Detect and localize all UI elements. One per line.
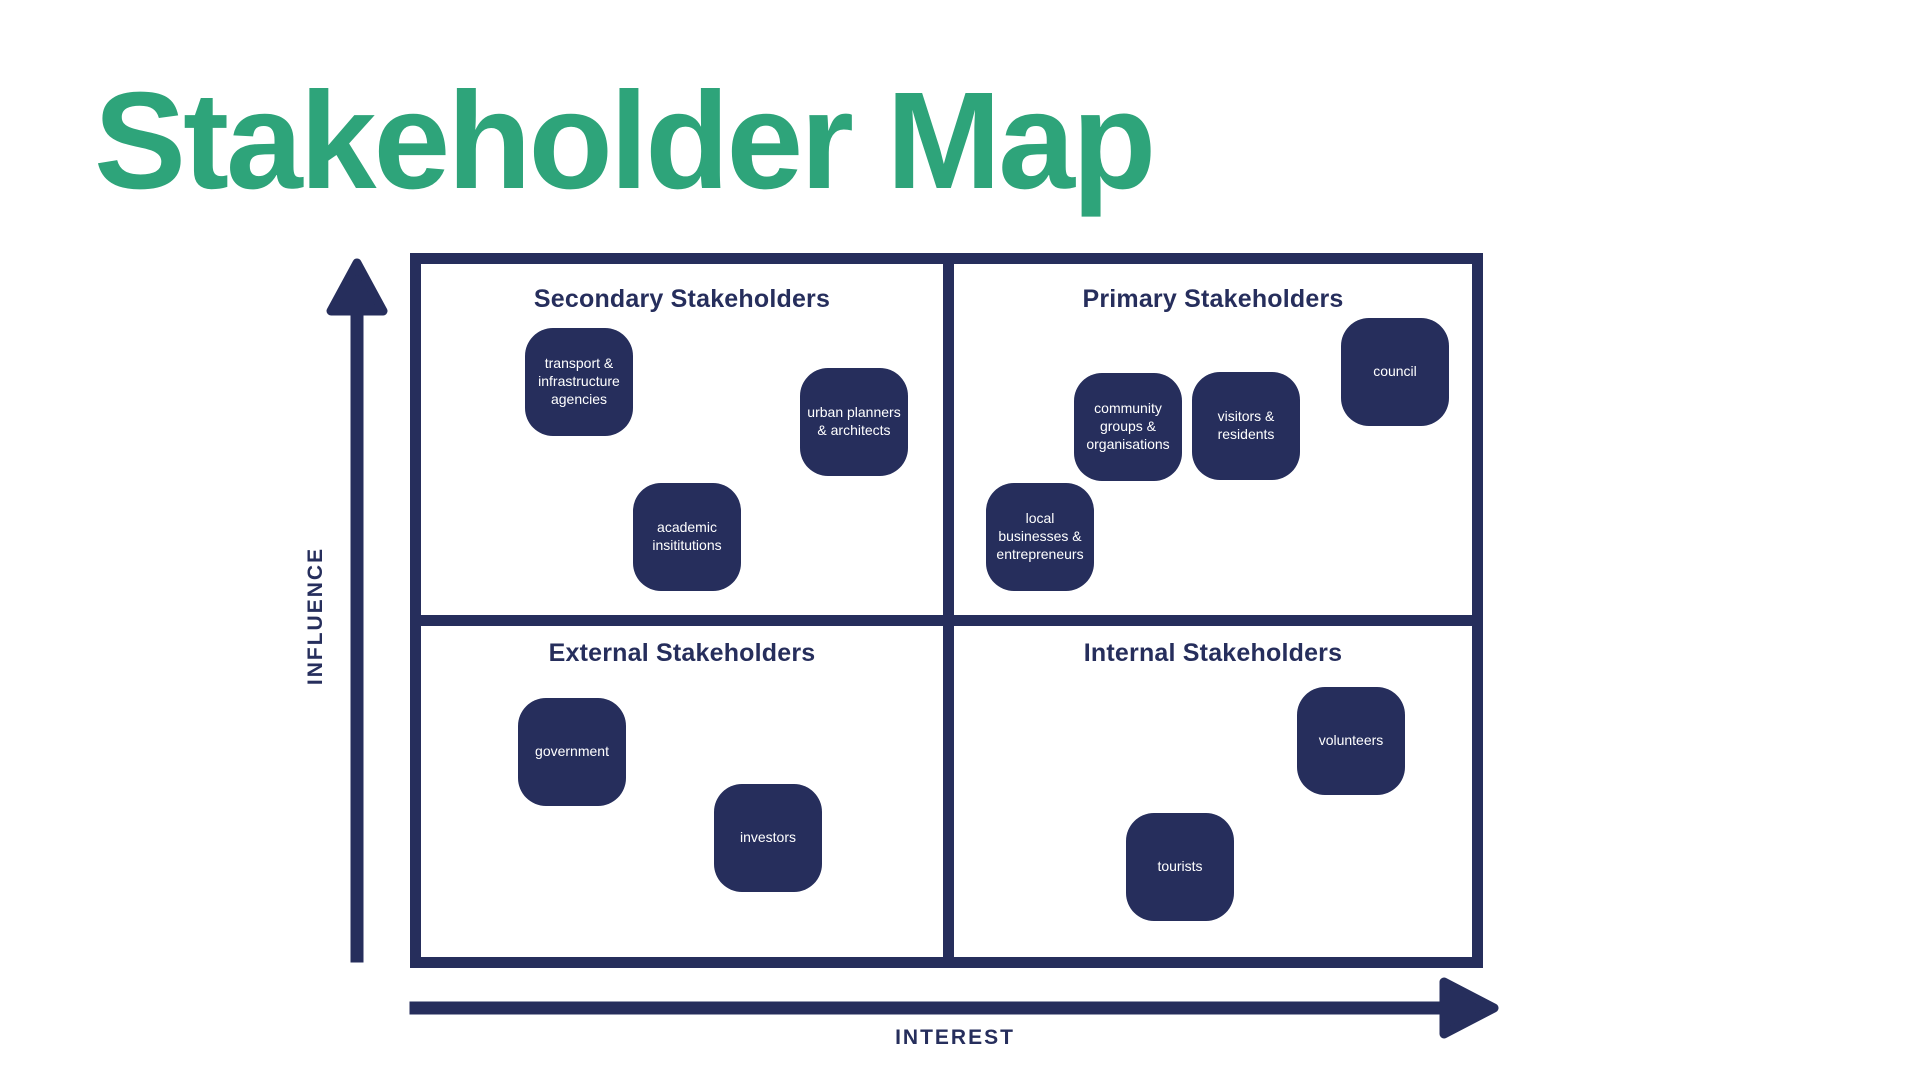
stakeholder-label: visitors & residents: [1217, 408, 1275, 442]
horizontal-divider: [421, 615, 1472, 626]
quadrant-title-primary: Primary Stakeholders: [1082, 285, 1344, 313]
page-title: Stakeholder Map: [94, 64, 1156, 218]
y-axis-shaft: [350, 306, 364, 963]
y-axis-label: INFLUENCE: [304, 546, 327, 686]
x-axis-arrowhead: [1439, 977, 1499, 1039]
stakeholder-box-transport-infrastructure-agencies: transport & infrastructure agencies: [525, 328, 633, 436]
y-axis-arrow: [326, 258, 388, 963]
quadrant-matrix: Secondary Stakeholders Primary Stakehold…: [410, 253, 1483, 968]
stakeholder-label: government: [535, 743, 609, 760]
stakeholder-label: transport & infrastructure agencies: [538, 355, 620, 407]
stakeholder-label: investors: [739, 829, 797, 846]
stakeholder-label: community groups & organisations: [1086, 400, 1170, 452]
quadrant-title-secondary: Secondary Stakeholders: [533, 285, 831, 313]
x-axis-shaft: [409, 1001, 1451, 1015]
stakeholder-box-tourists: tourists: [1126, 813, 1234, 921]
stakeholder-box-urban-planners-architects: urban planners & architects: [800, 368, 908, 476]
stakeholder-box-visitors-residents: visitors & residents: [1192, 372, 1300, 480]
stakeholder-box-council: council: [1341, 318, 1449, 426]
stakeholder-label: council: [1373, 363, 1417, 380]
stakeholder-label: academic insititutions: [652, 519, 722, 553]
stakeholder-box-academic-insititutions: academic insititutions: [633, 483, 741, 591]
stakeholder-label: volunteers: [1318, 732, 1384, 749]
stakeholder-box-government: government: [518, 698, 626, 806]
quadrant-title-internal: Internal Stakeholders: [1083, 639, 1343, 667]
x-axis-label: INTEREST: [895, 1026, 1015, 1049]
stakeholder-box-community-groups-organisations: community groups & organisations: [1074, 373, 1182, 481]
stakeholder-box-investors: investors: [714, 784, 822, 892]
stakeholder-label: tourists: [1157, 858, 1203, 875]
stakeholder-label: local businesses & entrepreneurs: [996, 510, 1084, 562]
quadrant-title-external: External Stakeholders: [548, 639, 816, 667]
stakeholder-box-volunteers: volunteers: [1297, 687, 1405, 795]
vertical-divider: [943, 264, 954, 957]
stakeholder-label: urban planners & architects: [807, 404, 901, 438]
y-axis-arrowhead: [326, 258, 388, 316]
stakeholder-box-local-businesses-entrepreneurs: local businesses & entrepreneurs: [986, 483, 1094, 591]
x-axis-arrow: [409, 977, 1499, 1039]
